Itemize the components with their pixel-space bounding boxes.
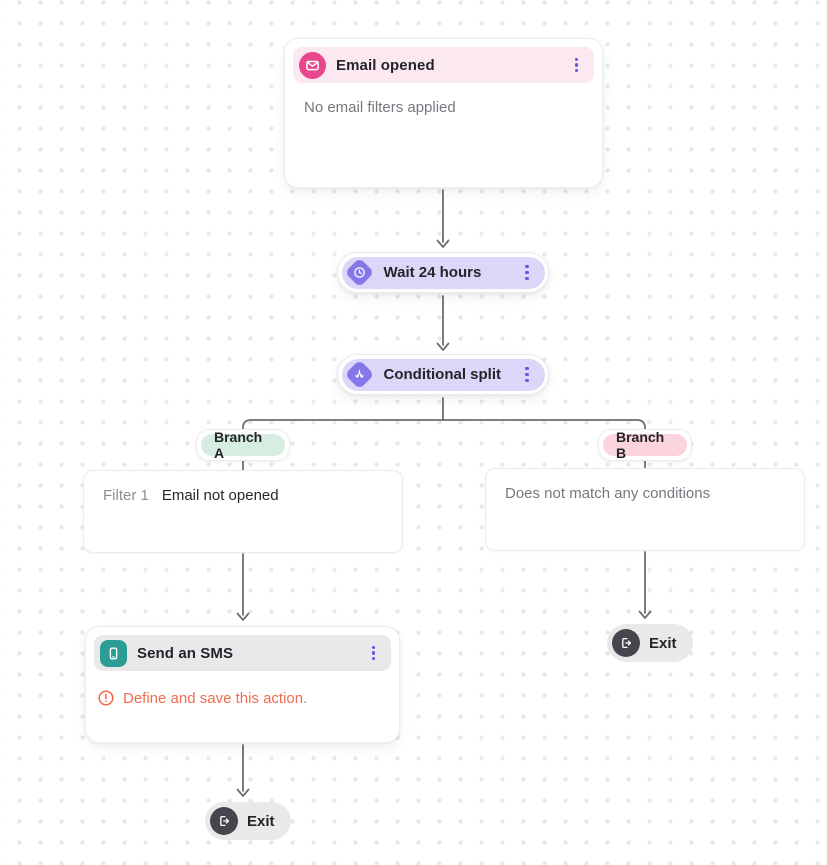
sms-warning-row: Define and save this action. bbox=[86, 679, 399, 717]
branch-a-badge: Branch A bbox=[196, 429, 290, 461]
smartphone-icon bbox=[100, 639, 127, 667]
kebab-menu[interactable] bbox=[519, 261, 534, 284]
arrowhead bbox=[236, 612, 250, 621]
filter-value: Email not opened bbox=[161, 487, 279, 504]
branch-a-condition-box[interactable]: Filter 1 Email not opened bbox=[83, 470, 403, 553]
kebab-menu[interactable] bbox=[366, 642, 381, 665]
exit-icon bbox=[210, 807, 238, 835]
wait-node-inner: Wait 24 hours bbox=[341, 256, 545, 289]
arrowhead bbox=[236, 788, 250, 797]
action-card-send-sms[interactable]: Send an SMS Define and save this action. bbox=[85, 626, 400, 743]
trigger-title: Email opened bbox=[336, 56, 435, 74]
trigger-body-text: No email filters applied bbox=[304, 99, 456, 116]
exit-label: Exit bbox=[649, 634, 677, 652]
kebab-menu[interactable] bbox=[519, 363, 534, 386]
sms-card-header: Send an SMS bbox=[94, 635, 391, 671]
trigger-card-header: Email opened bbox=[293, 47, 594, 83]
sms-title: Send an SMS bbox=[137, 644, 234, 662]
arrowhead bbox=[436, 342, 450, 351]
connector-split-branches bbox=[242, 419, 646, 437]
filter-label: Filter 1 bbox=[103, 487, 149, 504]
conditional-split-inner: Conditional split bbox=[341, 358, 545, 391]
conditional-split-label: Conditional split bbox=[383, 366, 502, 383]
wait-node-label: Wait 24 hours bbox=[383, 264, 482, 281]
conditional-split-node[interactable]: Conditional split bbox=[337, 354, 549, 395]
arrowhead bbox=[436, 239, 450, 248]
arrowhead bbox=[638, 610, 652, 619]
exit-node-branch-a[interactable]: Exit bbox=[205, 802, 291, 840]
alert-circle-icon bbox=[97, 689, 115, 707]
exit-label: Exit bbox=[247, 812, 275, 830]
wait-node[interactable]: Wait 24 hours bbox=[337, 252, 549, 293]
kebab-menu[interactable] bbox=[569, 54, 584, 77]
branch-a-label: Branch A bbox=[201, 429, 285, 461]
trigger-card-email-opened[interactable]: Email opened No email filters applied bbox=[284, 38, 603, 188]
branch-b-label: Branch B bbox=[603, 429, 687, 461]
sms-warning-text: Define and save this action. bbox=[123, 689, 308, 707]
branch-b-condition-text: Does not match any conditions bbox=[505, 485, 711, 502]
clock-icon bbox=[344, 257, 375, 288]
branch-b-badge: Branch B bbox=[598, 429, 692, 461]
split-icon bbox=[344, 359, 375, 390]
branch-b-condition-box[interactable]: Does not match any conditions bbox=[485, 468, 805, 551]
email-icon bbox=[299, 51, 326, 79]
exit-icon bbox=[612, 629, 640, 657]
exit-node-branch-b[interactable]: Exit bbox=[607, 624, 693, 662]
